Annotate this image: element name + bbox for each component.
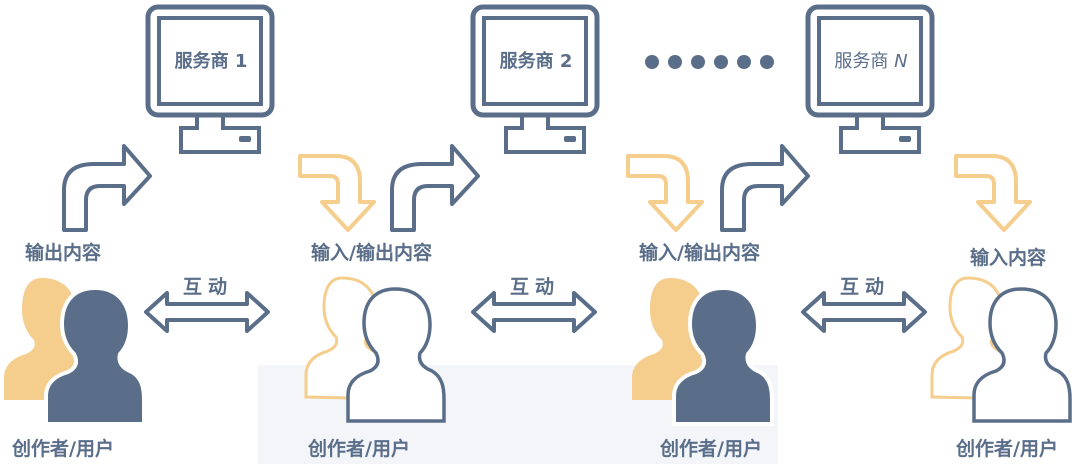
- server-2-monitor-icon: [470, 4, 600, 154]
- output-arrow-2-icon: [390, 144, 480, 232]
- server-1-label: 服务商 1: [174, 51, 248, 72]
- output-arrow-3-icon: [720, 144, 810, 232]
- user-label-2: 创作者/用户: [308, 438, 410, 460]
- flow-label-io-1: 输入/输出内容: [311, 242, 432, 264]
- server-n-label: 服务商 N: [834, 51, 908, 72]
- interaction-label-3: 互动: [840, 276, 891, 298]
- user-label-4: 创作者/用户: [956, 438, 1058, 460]
- flow-label-output: 输出内容: [25, 242, 102, 264]
- user-group-3-icon: [632, 278, 774, 426]
- input-arrow-3-icon: [954, 154, 1032, 232]
- interaction-label-1: 互动: [183, 276, 234, 298]
- input-arrow-2-icon: [626, 154, 704, 232]
- ellipsis-dots-icon: [645, 55, 774, 69]
- user-group-2-icon: [304, 276, 446, 423]
- server-2-label: 服务商 2: [499, 51, 573, 72]
- interaction-label-2: 互动: [510, 276, 561, 298]
- flow-label-input: 输入内容: [970, 247, 1047, 269]
- server-1-monitor-icon: [145, 4, 275, 154]
- server-n-monitor-icon: [805, 4, 935, 154]
- user-group-4-icon: [930, 276, 1072, 423]
- input-arrow-1-icon: [298, 154, 376, 232]
- output-arrow-1-icon: [62, 144, 152, 232]
- interaction-arrow-3-icon: [801, 291, 927, 333]
- interaction-arrow-2-icon: [471, 291, 597, 333]
- user-label-1: 创作者/用户: [12, 438, 114, 460]
- user-label-3: 创作者/用户: [660, 438, 762, 460]
- user-group-1-icon: [4, 278, 146, 426]
- interaction-arrow-1-icon: [144, 291, 270, 333]
- flow-label-io-2: 输入/输出内容: [639, 242, 760, 264]
